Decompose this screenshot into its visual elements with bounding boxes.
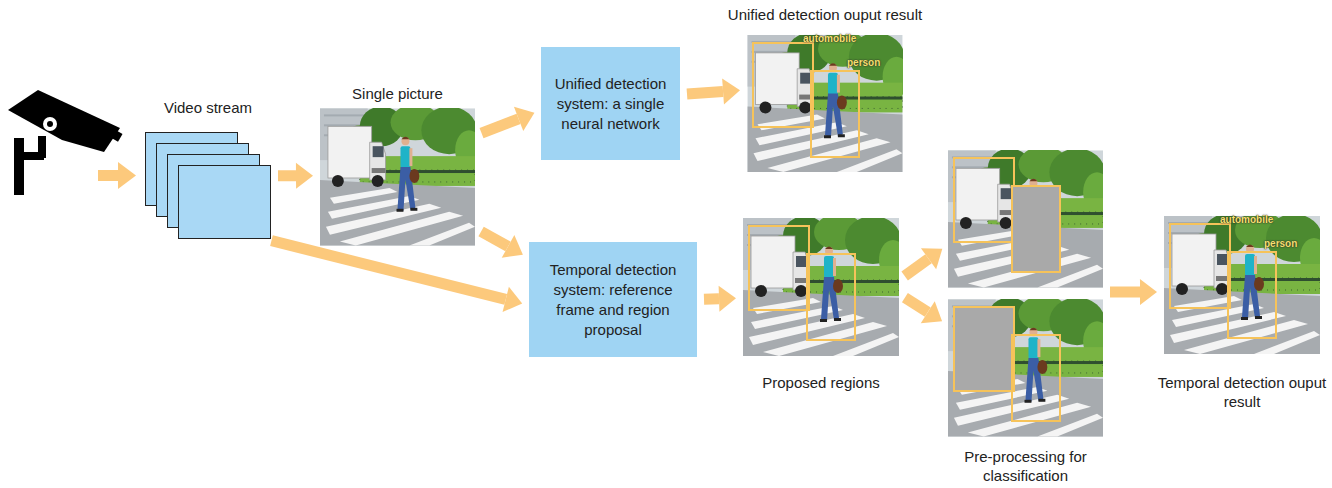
arrow-shaft <box>704 293 719 304</box>
flow-arrow <box>481 231 523 257</box>
process-box: Unified detection system: a single neura… <box>541 47 680 160</box>
class-tag: person <box>1264 238 1297 250</box>
flow-arrow <box>905 248 943 276</box>
arrow-head <box>722 78 740 104</box>
flow-arrow <box>704 286 736 312</box>
flow-arrow <box>271 241 522 312</box>
flow-arrow <box>687 78 740 104</box>
arrow-head <box>502 235 523 258</box>
class-tag: automobile <box>803 33 856 45</box>
arrow-shaft <box>687 91 723 94</box>
arrow-shaft <box>482 119 519 133</box>
picture-caption: Unified detection ouput result <box>702 5 948 24</box>
flow-arrow <box>482 107 535 133</box>
picture-caption: Temporal detection ouput result <box>1154 373 1330 411</box>
picture-caption: Video stream <box>125 98 291 117</box>
flow-arrow <box>278 163 313 189</box>
output-picture: Unified detection ouput resultautomobile… <box>747 35 903 172</box>
arrow-head <box>921 248 942 269</box>
arrow-head <box>514 107 535 131</box>
picture-caption: Single picture <box>300 84 495 103</box>
arrow-head <box>503 287 523 312</box>
arrow-head <box>1140 279 1157 305</box>
flow-arrow <box>1110 279 1157 305</box>
single-picture: Single picture <box>320 108 475 246</box>
arrow-shaft <box>905 298 928 313</box>
preprocessing-pictures: Pre-processing for classification <box>948 150 1103 437</box>
arrow-head <box>719 286 736 312</box>
arrow-shaft <box>278 170 296 181</box>
output-picture: Temporal detection ouput resultautomobil… <box>1164 216 1320 354</box>
picture-caption: Pre-processing for classification <box>938 447 1113 485</box>
class-tag: automobile <box>1220 214 1273 226</box>
arrow-head <box>921 301 942 323</box>
flow-arrow <box>905 298 942 324</box>
box-label: Unified detection system: a single neura… <box>549 74 672 134</box>
arrow-head <box>296 163 313 189</box>
video-stream-frames: Video stream <box>145 132 271 239</box>
arrow-shaft <box>1110 286 1140 297</box>
arrow-shaft <box>905 259 929 276</box>
box-label: Temporal detection system: reference fra… <box>537 260 689 340</box>
arrow-shaft <box>481 231 508 246</box>
picture-caption: Proposed regions <box>733 373 909 392</box>
proposal-picture: Proposed regions <box>743 218 899 356</box>
process-box: Temporal detection system: reference fra… <box>529 242 697 357</box>
arrow-shaft <box>271 241 505 300</box>
class-tag: person <box>847 57 880 69</box>
